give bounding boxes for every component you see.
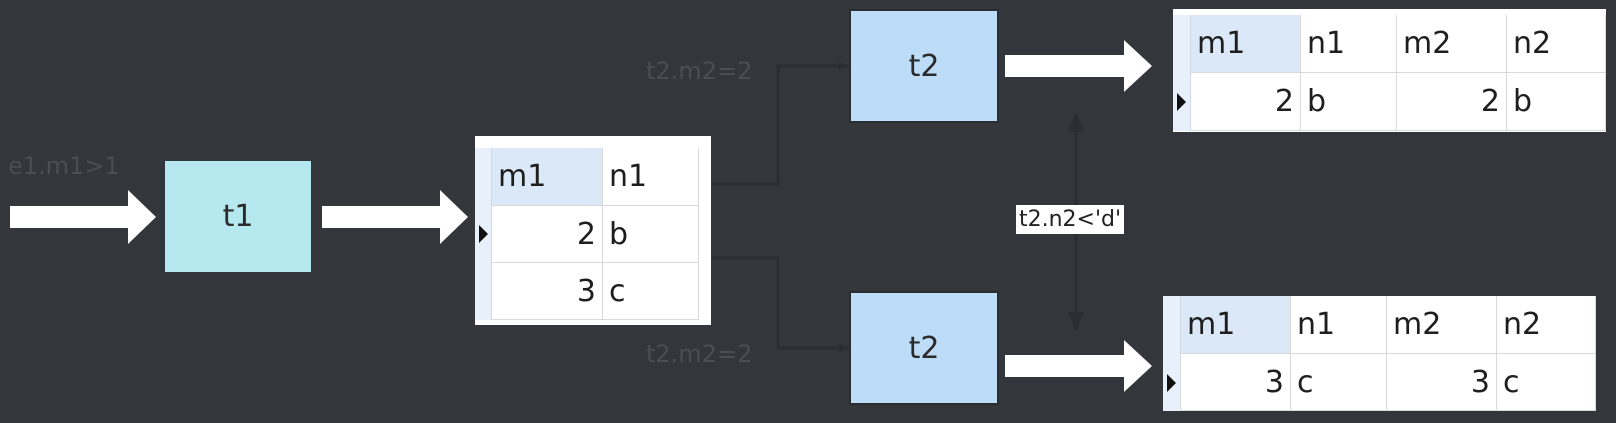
current-row-marker-icon	[1167, 374, 1176, 392]
column-header-m2[interactable]: m2	[1387, 296, 1497, 354]
column-header-m2[interactable]: m2	[1397, 15, 1507, 73]
vertical-link-arrow-down	[1068, 312, 1084, 332]
table-row: 3 c 3 c	[1163, 354, 1596, 411]
table-row: 3 c	[475, 263, 711, 320]
cell-n1[interactable]: b	[1301, 73, 1397, 131]
node-t2-bottom-label: t2	[908, 330, 940, 366]
current-row-marker-icon	[1177, 93, 1186, 111]
row-indicator	[475, 148, 492, 206]
arrow-t2-top-to-result	[1005, 40, 1152, 92]
node-t1: t1	[165, 161, 311, 272]
table-row: 2 b	[475, 206, 711, 263]
row-indicator	[1163, 296, 1181, 354]
table-header-row: m1 n1	[475, 148, 711, 206]
node-t1-label: t1	[222, 199, 254, 234]
cell-n2[interactable]: b	[1507, 73, 1606, 131]
current-row-marker-icon	[479, 225, 488, 243]
node-t2-top: t2	[849, 9, 999, 123]
cell-n2[interactable]: c	[1497, 354, 1596, 411]
table-header-row: m1 n1 m2 n2	[1163, 296, 1596, 354]
cell-m1[interactable]: 2	[492, 206, 603, 263]
column-header-n1[interactable]: n1	[1301, 15, 1397, 73]
column-header-n2[interactable]: n2	[1507, 15, 1606, 73]
row-indicator	[1163, 354, 1181, 411]
table-header-row: m1 n1 m2 n2	[1173, 15, 1606, 73]
column-header-n2[interactable]: n2	[1497, 296, 1596, 354]
grid-middle: m1 n1 2 b 3 c	[475, 136, 711, 325]
arrow-into-t1	[10, 190, 156, 244]
row-indicator	[475, 263, 492, 320]
connector-to-t2-top	[712, 62, 849, 186]
arrow-t1-to-grid	[322, 190, 468, 244]
node-t2-top-label: t2	[908, 48, 940, 84]
condition-n2-filter: t2.n2<'d'	[1016, 205, 1125, 234]
cell-m2[interactable]: 3	[1387, 354, 1497, 411]
column-header-n1[interactable]: n1	[1291, 296, 1387, 354]
condition-join-top: t2.m2=2	[646, 57, 753, 85]
cell-m1[interactable]: 3	[492, 263, 603, 320]
cell-m2[interactable]: 2	[1397, 73, 1507, 131]
cell-m1[interactable]: 3	[1181, 354, 1291, 411]
cell-n1[interactable]: c	[1291, 354, 1387, 411]
connector-to-t2-bottom	[712, 256, 849, 352]
node-t2-bottom: t2	[849, 291, 999, 405]
row-indicator	[475, 206, 492, 263]
cell-n1[interactable]: b	[603, 206, 699, 263]
row-indicator	[1173, 73, 1191, 131]
column-header-m1[interactable]: m1	[1191, 15, 1301, 73]
condition-join-bottom: t2.m2=2	[646, 340, 753, 368]
arrow-t2-bottom-to-result	[1005, 340, 1152, 392]
condition-e1-filter: e1.m1>1	[8, 152, 120, 180]
column-header-n1[interactable]: n1	[603, 148, 699, 206]
row-indicator	[1173, 15, 1191, 73]
column-header-m1[interactable]: m1	[492, 148, 603, 206]
grid-bottom-result: m1 n1 m2 n2 3 c 3 c	[1163, 296, 1596, 411]
grid-top-result: m1 n1 m2 n2 2 b 2 b	[1173, 9, 1606, 132]
cell-n1[interactable]: c	[603, 263, 699, 320]
vertical-link-arrow-up	[1068, 112, 1084, 132]
column-header-m1[interactable]: m1	[1181, 296, 1291, 354]
cell-m1[interactable]: 2	[1191, 73, 1301, 131]
table-row: 2 b 2 b	[1173, 73, 1606, 131]
